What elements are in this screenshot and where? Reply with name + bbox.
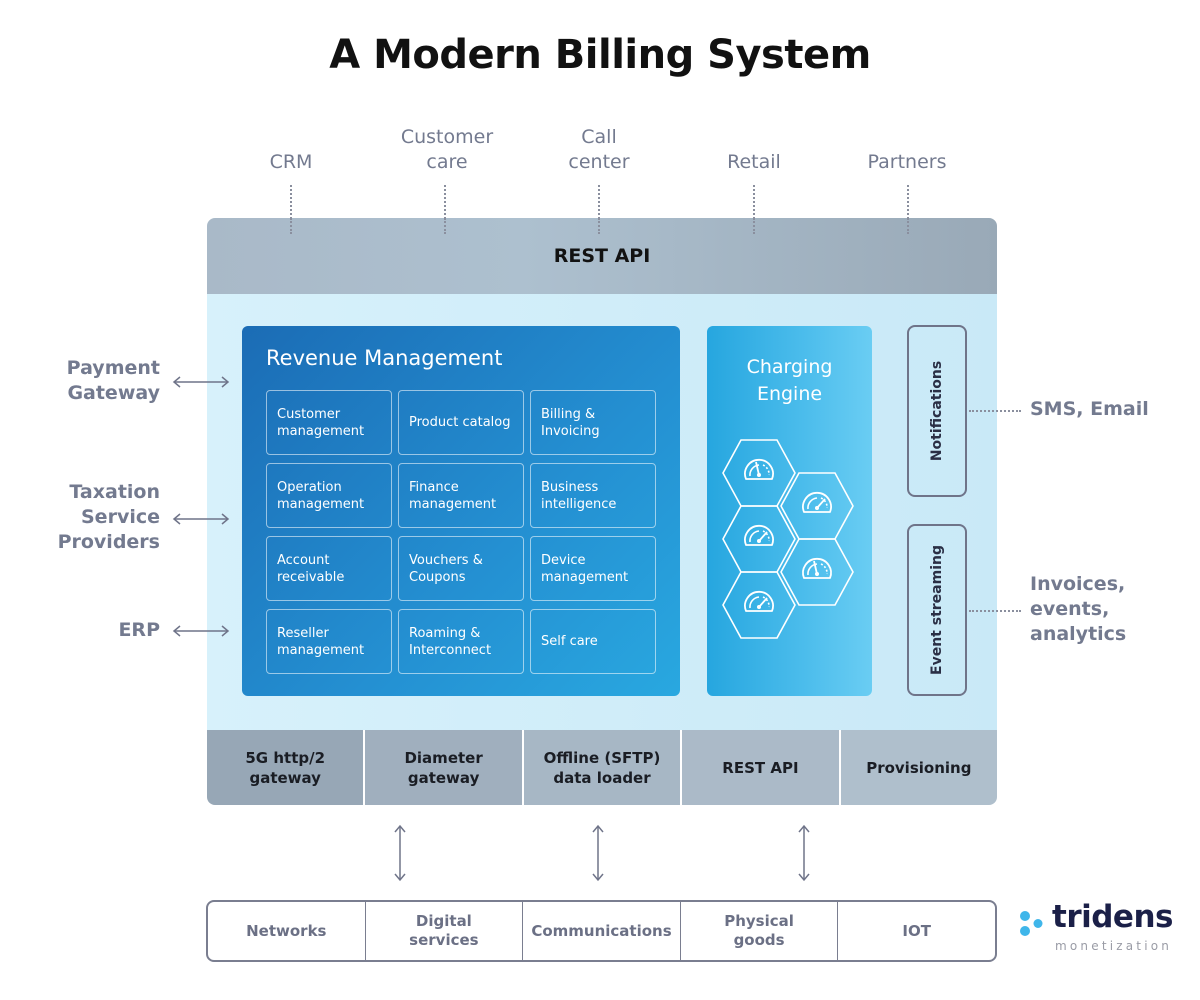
integration-erp: ERP (118, 619, 160, 641)
module-finance-management: Finance management (398, 463, 524, 528)
notifications-box: Notifications (907, 325, 967, 497)
channel-retail: Retail (727, 151, 781, 173)
output-iot: IOT (902, 921, 931, 940)
gateway-offline-sftp: Offline (SFTP)data loader (523, 730, 683, 805)
gateway-provisioning: Provisioning (840, 730, 997, 805)
dotted-connector (907, 218, 909, 234)
output-networks: Networks (208, 902, 366, 960)
module-reseller-management: Reseller management (266, 609, 392, 674)
diagram-title: A Modern Billing System (329, 32, 871, 78)
bidirectional-arrow-icon (172, 513, 230, 525)
dotted-connector (444, 218, 446, 234)
event-streaming-output: Invoices,events,analytics (1030, 573, 1127, 645)
gateway-rest-api: REST API (682, 730, 841, 805)
module-product-catalog: Product catalog (398, 390, 524, 455)
revenue-management-title: Revenue Management (266, 346, 503, 370)
output-communications: Communications (523, 902, 681, 960)
module-operation-management: Operation management (266, 463, 392, 528)
revenue-management-panel: Revenue Management Customer management P… (242, 326, 680, 696)
module-vouchers-coupons: Vouchers & Coupons (398, 536, 524, 601)
logo-dots-icon (1020, 911, 1043, 936)
hexagon-cluster (722, 439, 854, 639)
dotted-connector (969, 410, 1021, 412)
dotted-connector (753, 218, 755, 234)
dotted-connector (598, 218, 600, 234)
rest-api-label: REST API (553, 245, 651, 267)
notifications-label: Notifications (929, 360, 946, 462)
module-billing-invoicing: Billing & Invoicing (530, 390, 656, 455)
gauge-icon (744, 458, 774, 480)
dotted-connector (969, 610, 1021, 612)
bidirectional-arrow-icon (172, 625, 230, 637)
bidirectional-arrow-icon (798, 824, 810, 882)
hexagon (780, 538, 854, 606)
bottom-arrows (394, 824, 810, 882)
module-grid: Customer management Product catalog Bill… (266, 390, 656, 674)
module-business-intelligence: Business intelligence (530, 463, 656, 528)
module-roaming-interconnect: Roaming & Interconnect (398, 609, 524, 674)
logo-wordmark: tridens (1052, 899, 1173, 935)
bidirectional-arrow-icon (172, 376, 230, 388)
bidirectional-arrow-icon (592, 824, 604, 882)
module-device-management: Device management (530, 536, 656, 601)
event-streaming-label: Event streaming (929, 545, 945, 675)
gauge-icon (744, 524, 774, 546)
gauge-icon (744, 590, 774, 612)
dotted-connector (290, 218, 292, 234)
notifications-output: SMS, Email (1030, 398, 1149, 420)
bidirectional-arrow-icon (394, 824, 406, 882)
channel-crm: CRM (269, 151, 313, 173)
channel-partners: Partners (867, 151, 947, 173)
logo-tagline: monetization (1055, 939, 1173, 953)
gauge-icon (802, 491, 832, 513)
gauge-icon (802, 557, 832, 579)
left-arrows (172, 376, 230, 637)
module-account-receivable: Account receivable (266, 536, 392, 601)
hexagon (722, 571, 796, 639)
module-customer-management: Customer management (266, 390, 392, 455)
module-self-care: Self care (530, 609, 656, 674)
event-streaming-box: Event streaming (907, 524, 967, 696)
rest-api-bar: REST API (207, 218, 997, 294)
